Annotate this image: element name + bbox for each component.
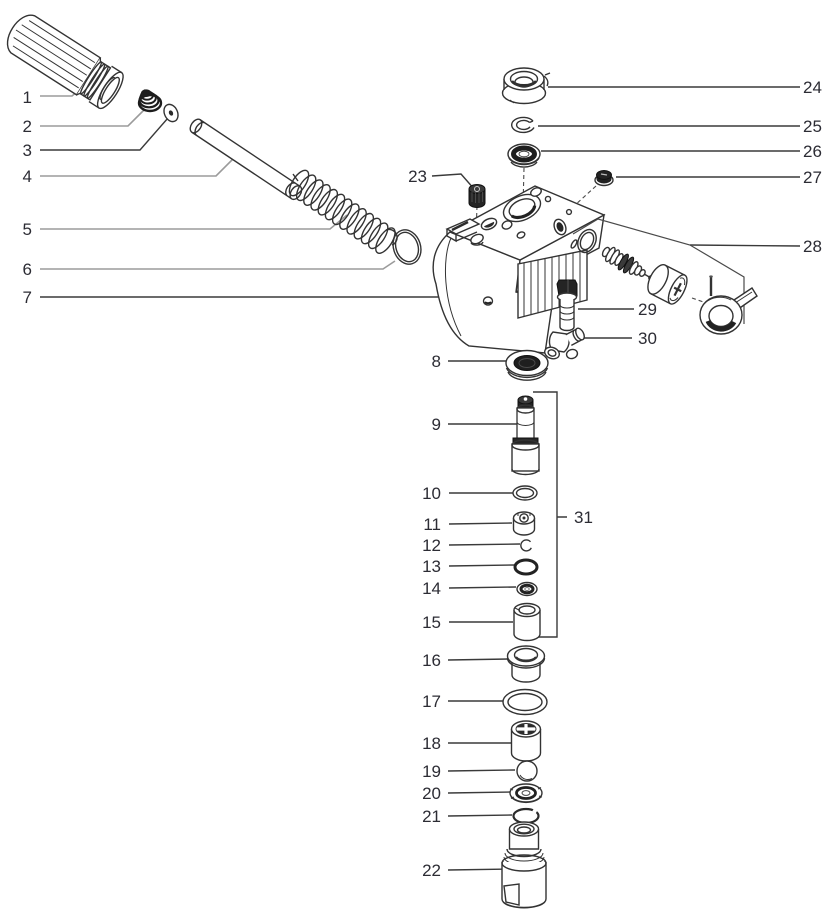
label-15: 15 bbox=[422, 613, 441, 632]
part-27-packing-nut-small bbox=[594, 170, 614, 187]
leader-20 bbox=[447, 791, 512, 794]
part-6-o-ring bbox=[392, 229, 422, 265]
part-14-seal-washer bbox=[516, 581, 538, 597]
label-12: 12 bbox=[422, 536, 441, 555]
leader-14 bbox=[448, 586, 517, 589]
part-28-valve-assembly bbox=[570, 218, 758, 335]
part-28-lever bbox=[699, 287, 758, 335]
body-front-details bbox=[444, 237, 494, 337]
bracket-31 bbox=[533, 391, 567, 638]
leader-12 bbox=[448, 543, 521, 546]
part-23-set-screw bbox=[468, 184, 486, 208]
part-28-cylinder-cap bbox=[647, 264, 688, 305]
leader-19 bbox=[447, 769, 516, 772]
label-3: 3 bbox=[23, 141, 32, 160]
label-18: 18 bbox=[422, 734, 441, 753]
label-1: 1 bbox=[23, 88, 32, 107]
dashed-27-to-body bbox=[573, 185, 597, 207]
part-28-o-ring bbox=[577, 228, 597, 254]
label-31: 31 bbox=[574, 508, 593, 527]
label-20: 20 bbox=[422, 784, 441, 803]
leader-3 bbox=[40, 117, 169, 151]
part-5-spring bbox=[284, 166, 400, 258]
label-28: 28 bbox=[803, 237, 822, 256]
label-16: 16 bbox=[422, 651, 441, 670]
part-25-retaining-ring bbox=[511, 116, 535, 134]
part-4-rod bbox=[189, 118, 303, 201]
label-27: 27 bbox=[803, 168, 822, 187]
leader-4 bbox=[40, 152, 240, 177]
part-26-seal bbox=[507, 143, 541, 168]
leader-5 bbox=[40, 214, 348, 230]
part-20-valve-seat bbox=[509, 783, 543, 804]
part-10-o-ring bbox=[512, 485, 538, 501]
leader-lines bbox=[40, 74, 801, 871]
part-1-handle bbox=[6, 14, 124, 110]
leader-21 bbox=[447, 814, 513, 817]
leader-13 bbox=[448, 564, 516, 567]
part-8-seal-ring bbox=[505, 349, 549, 381]
label-24: 24 bbox=[803, 78, 822, 97]
part-30-elbow-fitting bbox=[544, 327, 585, 360]
leader-2 bbox=[40, 108, 146, 127]
label-11: 11 bbox=[423, 515, 441, 534]
leader-23 bbox=[431, 173, 476, 191]
label-17: 17 bbox=[422, 692, 441, 711]
part-15-sleeve bbox=[513, 602, 541, 642]
label-26: 26 bbox=[803, 142, 822, 161]
part-24-packing-nut bbox=[501, 67, 551, 105]
body-step-slot bbox=[445, 218, 484, 246]
body-valve-port bbox=[553, 218, 567, 236]
part-11-cage-bushing bbox=[512, 511, 536, 536]
part-18-ball-cage bbox=[510, 720, 542, 762]
label-29: 29 bbox=[638, 300, 657, 319]
label-22: 22 bbox=[422, 861, 441, 880]
part-13-o-ring bbox=[513, 558, 539, 576]
part-28-valve-stem bbox=[601, 244, 654, 281]
part-28-lever-pin bbox=[709, 275, 713, 296]
part-9-valve-piston bbox=[511, 395, 540, 476]
part-19-ball bbox=[516, 760, 538, 782]
label-8: 8 bbox=[432, 352, 441, 371]
leader-11 bbox=[448, 522, 513, 525]
label-9: 9 bbox=[432, 415, 441, 434]
label-19: 19 bbox=[422, 762, 441, 781]
leader-6 bbox=[40, 260, 396, 270]
label-4: 4 bbox=[23, 167, 32, 186]
leader-28 bbox=[689, 244, 801, 247]
part-22-inlet-housing bbox=[501, 821, 547, 909]
label-10: 10 bbox=[422, 484, 441, 503]
part-16-bushing bbox=[506, 645, 546, 683]
label-7: 7 bbox=[23, 288, 32, 307]
label-13: 13 bbox=[422, 557, 441, 576]
label-25: 25 bbox=[803, 117, 822, 136]
label-30: 30 bbox=[638, 329, 657, 348]
callout-labels: 1 2 3 4 5 6 7 8 9 10 11 12 13 14 15 16 1… bbox=[23, 78, 822, 880]
leader-16 bbox=[447, 658, 510, 661]
body-top-holes bbox=[480, 187, 573, 239]
part-7-pump-head-body bbox=[432, 185, 606, 354]
part-2-conical-spring bbox=[137, 89, 163, 113]
label-5: 5 bbox=[23, 220, 32, 239]
label-23: 23 bbox=[408, 167, 427, 186]
part-21-o-ring bbox=[512, 807, 540, 825]
label-2: 2 bbox=[23, 117, 32, 136]
label-6: 6 bbox=[23, 260, 32, 279]
part-3-washer bbox=[163, 103, 179, 123]
label-21: 21 bbox=[422, 807, 441, 826]
label-14: 14 bbox=[422, 579, 441, 598]
part-12-retaining-clip bbox=[520, 539, 532, 552]
part-17-o-ring-large bbox=[502, 688, 548, 716]
part-28-pin bbox=[570, 239, 578, 249]
part-29-fitting bbox=[556, 279, 578, 332]
